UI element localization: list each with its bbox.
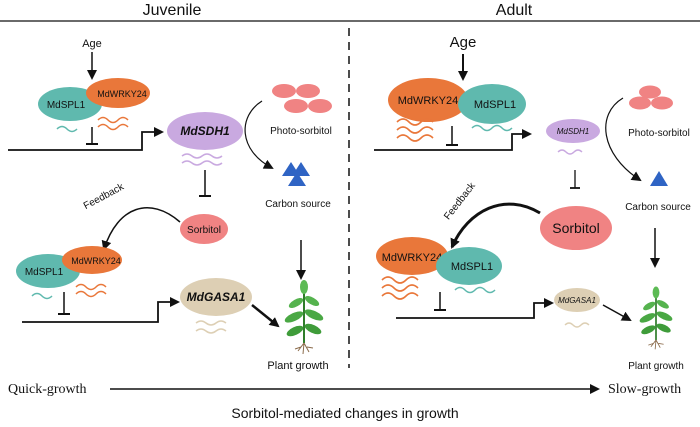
adult-sdh1-promoter [374, 129, 532, 151]
juvenile-photo-sorbitol-label: Photo-sorbitol [270, 126, 332, 137]
juvenile-photo-sorbitol-arrow [244, 100, 274, 169]
juvenile-age-label: Age [82, 38, 102, 50]
adult-gasa1-wave [564, 322, 590, 328]
adult-gasa1-node [554, 288, 600, 312]
adult-header: Adult [496, 2, 533, 19]
adult-carbon-source-label: Carbon source [625, 202, 691, 213]
adult-photo-sorbitol-arrow [605, 97, 642, 182]
adult-spl1-node [458, 84, 526, 124]
juvenile-photo-sorbitol-icon [272, 84, 332, 113]
juvenile-spl1-b-label: MdSPL1 [25, 267, 64, 278]
adult-sdh1-wave [557, 149, 583, 155]
adult-carbon-triangle-icon [650, 171, 668, 186]
juvenile-plant-icon [282, 279, 326, 355]
adult-gasa1-label: MdGASA1 [558, 296, 596, 305]
adult-wrky24-b-wave [381, 276, 419, 300]
adult-wrky24-label: MdWRKY24 [398, 95, 459, 107]
juvenile-spl1-node [38, 87, 102, 121]
juvenile-sorbitol-node [180, 214, 228, 244]
juvenile-carbon-source-label: Carbon source [265, 199, 331, 210]
juvenile-wrky24-node [86, 78, 150, 108]
adult-wrky24-b-node [376, 237, 448, 275]
adult-wrky24-b-label: MdWRKY24 [382, 252, 443, 264]
adult-age-label: Age [450, 34, 477, 51]
juvenile-sdh1-node [167, 112, 243, 150]
adult-spl1-wave [471, 124, 513, 132]
adult-sdh1-node [546, 119, 600, 143]
juvenile-plant-growth-label: Plant growth [267, 360, 328, 372]
juvenile-sdh1-wave [181, 153, 223, 166]
adult-sorbitol-node [540, 206, 612, 250]
juvenile-spl1-b-wave [31, 292, 53, 300]
adult-spl1-b-wave [454, 286, 496, 294]
juvenile-feedback-arrow [101, 207, 181, 251]
adult-feedback-arrow [450, 202, 541, 249]
juvenile-sorbitol-label: Sorbitol [187, 225, 221, 236]
adult-spl1-label: MdSPL1 [474, 99, 516, 111]
juvenile-sdh1-promoter [8, 127, 164, 151]
juvenile-gasa1-node [180, 278, 252, 316]
quick-growth-label: Quick-growth [8, 382, 87, 397]
adult-wrky24-node [388, 78, 468, 122]
adult-photo-sorbitol-icon [629, 85, 673, 110]
juvenile-carbon-triangles-icon [282, 162, 310, 186]
juvenile-wrky24-b-label: MdWRKY24 [71, 256, 121, 266]
juvenile-spl1-label: MdSPL1 [47, 100, 86, 111]
juvenile-spl1-wave [56, 125, 78, 133]
juvenile-gasa1-promoter [22, 297, 180, 323]
juvenile-header: Juvenile [143, 2, 202, 19]
adult-sdh1-label: MdSDH1 [557, 127, 589, 136]
adult-gasa-to-plant-arrow [602, 304, 632, 321]
adult-sorbitol-label: Sorbitol [552, 220, 599, 236]
juvenile-wrky24-label: MdWRKY24 [97, 89, 147, 99]
adult-feedback-label: Feedback [442, 180, 478, 222]
juvenile-gasa-to-plant-arrow [251, 304, 280, 328]
juvenile-wrky24-b-node [62, 246, 122, 274]
adult-plant-growth-label: Plant growth [628, 361, 684, 372]
juvenile-feedback-label: Feedback [82, 181, 127, 212]
adult-gasa1-promoter [396, 298, 554, 319]
adult-wrky24-wave [396, 118, 434, 142]
juvenile-wrky24-b-wave [75, 283, 107, 298]
adult-spl1-b-node [436, 247, 502, 285]
juvenile-gasa1-label: MdGASA1 [187, 290, 246, 304]
adult-photo-sorbitol-label: Photo-sorbitol [628, 128, 690, 139]
juvenile-gasa1-wave [195, 320, 227, 334]
adult-spl1-b-label: MdSPL1 [451, 261, 493, 273]
juvenile-wrky24-wave [97, 116, 129, 131]
slow-growth-label: Slow-growth [608, 382, 681, 397]
adult-plant-icon [637, 285, 675, 351]
juvenile-sdh1-label: MdSDH1 [180, 124, 230, 138]
diagram-caption: Sorbitol-mediated changes in growth [231, 405, 458, 421]
